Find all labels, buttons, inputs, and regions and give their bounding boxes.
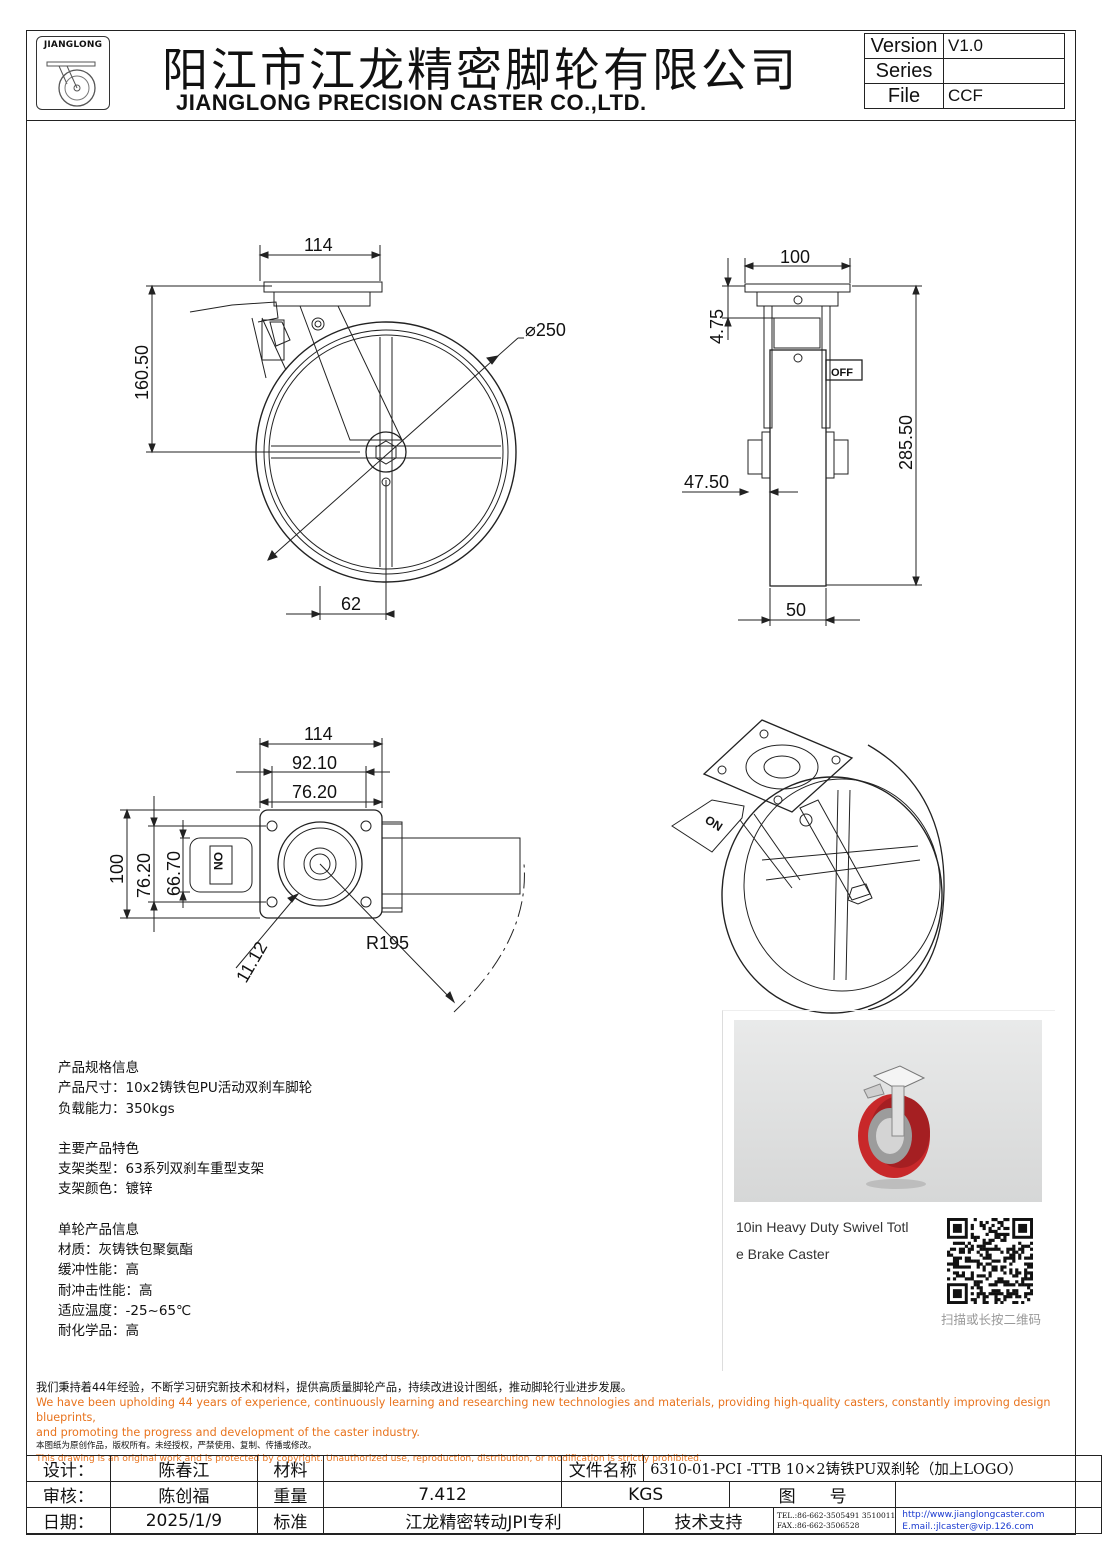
- filename-label: 文件名称: [561, 1455, 645, 1482]
- drawing-no-value: [895, 1481, 1102, 1508]
- dim-front-h1: 4.75: [707, 309, 727, 344]
- dim-top-h1: 100: [107, 854, 127, 884]
- dim-front-total: 285.50: [896, 415, 916, 470]
- designer-value: 陈春江: [109, 1455, 259, 1482]
- dim-front-width: 50: [786, 600, 806, 620]
- material-value: [322, 1455, 563, 1482]
- date-label: 日期：: [26, 1507, 111, 1534]
- weight-label: 重量: [257, 1481, 324, 1508]
- top-view: ON 114 92.10 76.20 100 76.20 66.70 11.12…: [107, 724, 525, 1013]
- caster-logo-icon: [46, 61, 96, 107]
- spec-chem: 耐化学品：高: [58, 1323, 139, 1340]
- filename-value: 6310-01-PCI -TTB 10×2铸铁PU双刹轮（加上LOGO）: [643, 1455, 1102, 1482]
- on-label-iso: ON: [702, 813, 725, 834]
- dim-top-w3: 76.20: [292, 782, 337, 802]
- title-block: 设计： 陈春江 材料 文件名称 6310-01-PCI -TTB 10×2铸铁P…: [26, 1455, 1102, 1534]
- caption-line-1: 10in Heavy Duty Swivel Totl: [736, 1219, 909, 1235]
- side-view: 114 160.50 ⌀250 62: [132, 235, 566, 620]
- spec-temp: 适应温度：-25~65℃: [58, 1302, 192, 1319]
- review-label: 审核：: [26, 1481, 111, 1508]
- weight-unit: KGS: [561, 1481, 730, 1508]
- spec-section: 产品规格信息 产品尺寸：10x2铸铁包PU活动双刹车脚轮 负载能力：350kgs…: [58, 1058, 478, 1342]
- design-label: 设计：: [26, 1455, 111, 1482]
- fax: FAX.:86-662-3506528: [776, 1520, 860, 1530]
- logo-text: JIANGLONG: [43, 40, 103, 50]
- support-label: 技术支持: [643, 1507, 774, 1534]
- dim-side-height: 160.50: [132, 345, 152, 400]
- spec-title-size: 产品规格信息: [58, 1060, 139, 1076]
- off-label: OFF: [831, 367, 853, 379]
- qr-caption: 扫描或长按二维码: [940, 1312, 1041, 1327]
- weight-value: 7.412: [322, 1481, 563, 1508]
- series-label: Series: [864, 58, 944, 84]
- company-name-en: JIANGLONG PRECISION CASTER CO.,LTD.: [176, 90, 647, 115]
- contact-web: http://www.jianglongcaster.com E.mail.:j…: [895, 1507, 1102, 1534]
- email-link[interactable]: E.mail.:jlcaster@vip.126.com: [902, 1521, 1034, 1532]
- header-divider: [26, 120, 1076, 121]
- company-name-cn: 阳江市江龙精密脚轮有限公司: [162, 43, 799, 97]
- dim-top-h2: 76.20: [134, 853, 154, 898]
- dim-side-diameter-value: 250: [536, 320, 566, 340]
- qr-code-icon[interactable]: [947, 1218, 1033, 1304]
- version-value: V1.0: [943, 33, 1065, 59]
- front-view: OFF 100 4.75 285.50 47.50 50: [682, 247, 922, 626]
- note-en-1: We have been upholding 44 years of exper…: [36, 1396, 1051, 1424]
- spec-load: 负载能力：350kgs: [58, 1100, 175, 1117]
- product-caption: 10in Heavy Duty Swivel Totl e Brake Cast…: [736, 1214, 936, 1268]
- spec-material: 材质：灰铸铁包聚氨酯: [58, 1242, 193, 1259]
- on-label-top: ON: [211, 852, 225, 870]
- spec-impact: 耐冲击性能：高: [58, 1282, 153, 1299]
- dim-top-w1: 114: [304, 724, 333, 744]
- dim-top-swivel: R195: [366, 933, 409, 953]
- dim-front-hub: 47.50: [684, 472, 729, 492]
- file-value: CCF: [943, 83, 1065, 109]
- dim-top-h3: 66.70: [164, 851, 184, 896]
- reviewer-value: 陈创福: [109, 1481, 259, 1508]
- spec-title-features: 主要产品特色: [58, 1140, 139, 1157]
- dim-side-diameter: ⌀250: [525, 320, 566, 340]
- product-render-image: [734, 1020, 1042, 1202]
- spec-size: 产品尺寸：10x2铸铁包PU活动双刹车脚轮: [58, 1080, 313, 1097]
- company-logo: JIANGLONG: [36, 36, 110, 110]
- standard-value: 江龙精密转动JPI专利: [322, 1507, 645, 1534]
- series-value: [943, 58, 1065, 84]
- technical-drawing: 114 160.50 ⌀250 62 OFF 100 4.75: [107, 235, 945, 1014]
- drawing-no-label: 图 号: [728, 1481, 897, 1508]
- notes-section: 我们秉持着44年经验，不断学习研究新技术和材料，提供高质量脚轮产品，持续改进设计…: [36, 1380, 1076, 1465]
- date-value: 2025/1/9: [109, 1507, 259, 1534]
- copyright-cn: 本图纸为原创作品，版权所有。未经授权，严禁使用、复制、传播或修改。: [36, 1441, 317, 1451]
- tel: TEL.:86-662-3505491 3510011: [776, 1510, 896, 1520]
- dim-side-offset: 62: [341, 594, 361, 614]
- dim-front-top: 100: [780, 247, 810, 267]
- caption-line-2: e Brake Caster: [736, 1246, 830, 1262]
- dim-top-w2: 92.10: [292, 753, 337, 773]
- contact-phone: TEL.:86-662-3505491 3510011 FAX.:86-662-…: [772, 1507, 897, 1534]
- spec-bracket-type: 支架类型：63系列双刹车重型支架: [58, 1161, 265, 1178]
- spec-cushion: 缓冲性能：高: [58, 1262, 139, 1279]
- caster-render-icon: [858, 1065, 930, 1189]
- website-link[interactable]: http://www.jianglongcaster.com: [902, 1509, 1045, 1520]
- dim-side-top: 114: [304, 235, 333, 255]
- spec-bracket-color: 支架颜色：镀锌: [58, 1181, 153, 1198]
- product-preview-card: [722, 1010, 1055, 1371]
- note-cn: 我们秉持着44年经验，不断学习研究新技术和材料，提供高质量脚轮产品，持续改进设计…: [36, 1381, 632, 1394]
- standard-label: 标准: [257, 1507, 324, 1534]
- material-label: 材料: [257, 1455, 324, 1482]
- dim-top-hole: 11.12: [232, 938, 271, 986]
- note-en-2: and promoting the progress and developme…: [36, 1426, 420, 1439]
- file-label: File: [864, 83, 944, 109]
- isometric-view: ON: [671, 719, 945, 1014]
- spec-title-wheel: 单轮产品信息: [58, 1221, 139, 1238]
- drawing-frame: [26, 30, 1076, 1535]
